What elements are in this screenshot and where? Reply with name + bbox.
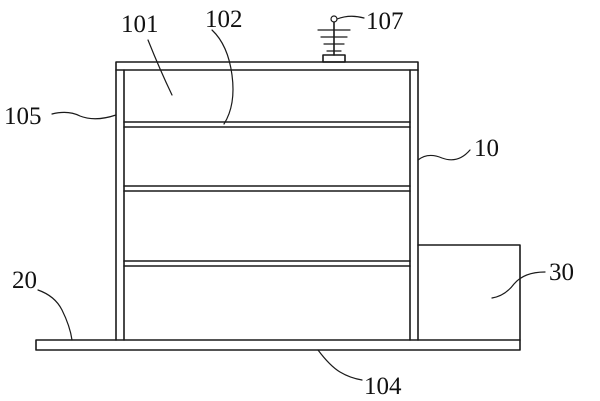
leader-101: [147, 39, 173, 96]
shelf-3: [123, 260, 411, 267]
leader-20: [37, 289, 73, 341]
label-20: 20: [12, 267, 37, 294]
antenna-base: [322, 54, 346, 63]
cabinet-body: [115, 61, 419, 341]
cabinet-top-plate: [115, 61, 419, 71]
shelf-1: [123, 121, 411, 128]
label-10: 10: [474, 135, 499, 162]
leader-30: [491, 271, 546, 299]
label-102: 102: [205, 6, 243, 33]
label-104: 104: [364, 373, 402, 400]
base-plate: [35, 339, 521, 351]
shelf-2: [123, 185, 411, 192]
antenna-device: [317, 15, 351, 63]
label-101: 101: [121, 11, 159, 38]
leader-10: [417, 149, 471, 161]
leader-104: [317, 349, 363, 381]
label-30: 30: [549, 259, 574, 286]
label-107: 107: [366, 8, 404, 35]
leader-105: [51, 111, 117, 120]
leader-107: [336, 15, 365, 20]
side-box: [417, 244, 521, 341]
label-105: 105: [4, 103, 42, 130]
leader-102: [211, 29, 234, 125]
